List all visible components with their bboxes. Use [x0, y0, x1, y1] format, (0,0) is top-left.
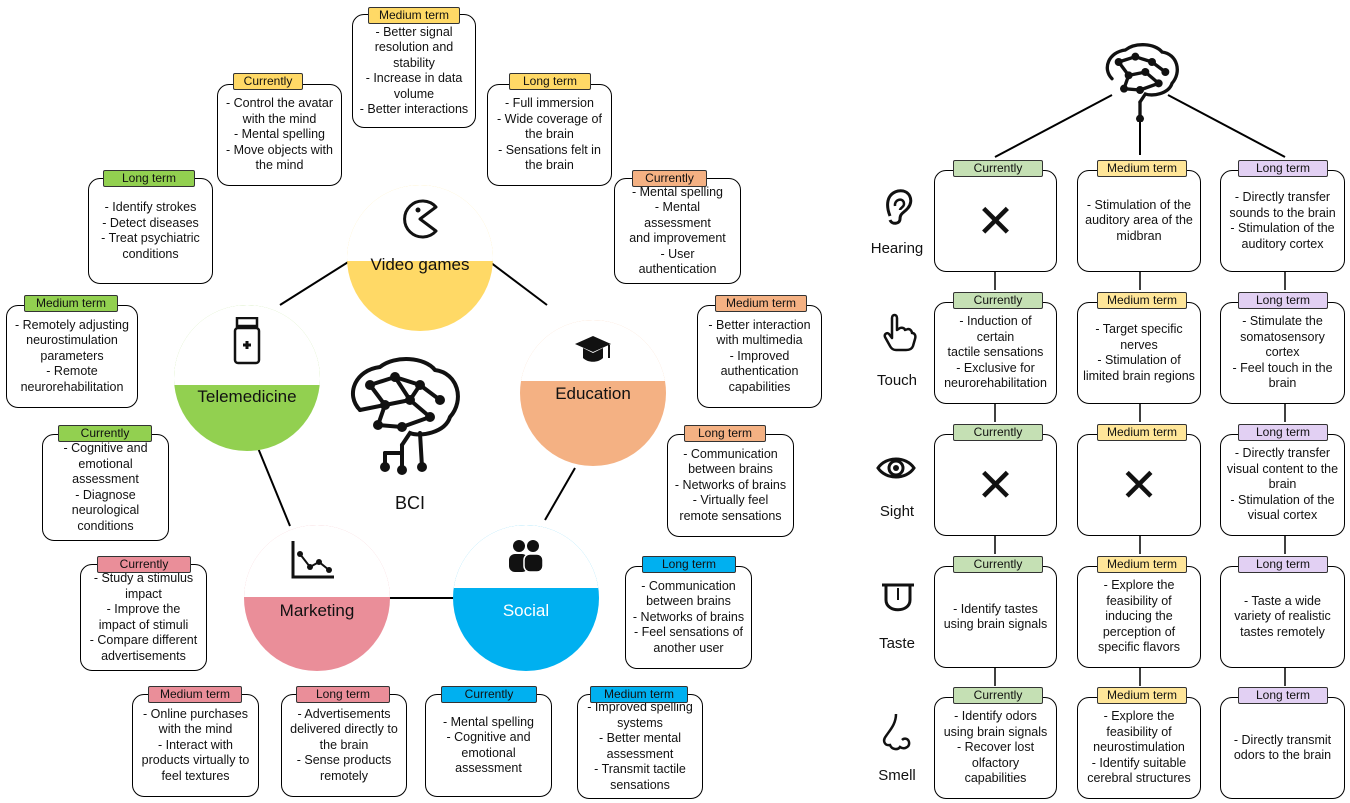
tag-currently: Currently: [97, 556, 191, 573]
domain-label: Education: [555, 384, 631, 403]
tag-currently: Currently: [953, 556, 1043, 573]
domain-label: Social: [502, 601, 550, 620]
tag-currently: Currently: [233, 73, 303, 90]
pacman-icon: [403, 199, 438, 239]
tag-medium-term: Medium term: [715, 295, 807, 312]
card-social-currently: - Mental spelling- Cognitive and emotion…: [425, 694, 552, 797]
sense-label-touch: Touch: [876, 372, 918, 389]
tag-medium-term: Medium term: [1097, 292, 1187, 309]
tag-currently: Currently: [953, 292, 1043, 309]
tag-medium-term: Medium term: [1097, 556, 1187, 573]
card-education-currently: - Mental spelling- Mental assessment and…: [614, 178, 741, 284]
bci-brain-icon: [350, 357, 460, 475]
tag-long-term: Long term: [1238, 292, 1328, 309]
brain-network-icon: [1105, 43, 1179, 122]
tag-currently: Currently: [632, 170, 707, 187]
domain-label: Telemedicine: [197, 387, 297, 406]
tag-long-term: Long term: [296, 686, 390, 703]
tag-long-term: Long term: [1238, 687, 1328, 704]
tag-medium-term: Medium term: [368, 7, 460, 24]
eye-icon: [876, 457, 916, 479]
tag-long-term: Long term: [684, 425, 766, 442]
tag-medium-term: Medium term: [1097, 687, 1187, 704]
domain-label: Marketing: [279, 601, 355, 620]
hearing-currently-card: ✕: [934, 170, 1057, 272]
tag-medium-term: Medium term: [1097, 160, 1187, 177]
medicine-bottle-icon: [233, 317, 261, 365]
domain-marketing[interactable]: Marketing: [244, 525, 390, 671]
tag-long-term: Long term: [103, 170, 195, 187]
tag-long-term: Long term: [1238, 424, 1328, 441]
none-mark: ✕: [976, 458, 1015, 512]
tongue-icon: [882, 583, 914, 612]
none-mark: ✕: [976, 194, 1015, 248]
line-chart-icon: [291, 541, 334, 579]
sight-medium-card: ✕: [1077, 434, 1201, 536]
none-mark: ✕: [1119, 458, 1159, 512]
graduation-cap-icon: [575, 336, 611, 362]
pointing-hand-icon: [883, 313, 917, 352]
ear-icon: [886, 189, 913, 225]
bci-label: BCI: [394, 493, 425, 513]
tag-medium-term: Medium term: [1097, 424, 1187, 441]
sense-label-taste: Taste: [879, 635, 915, 652]
tag-long-term: Long term: [1238, 556, 1328, 573]
domain-social[interactable]: Social: [453, 525, 599, 671]
domain-education[interactable]: Education: [520, 320, 666, 466]
tag-currently: Currently: [441, 686, 537, 703]
tag-medium-term: Medium term: [148, 686, 242, 703]
tag-medium-term: Medium term: [590, 686, 688, 703]
tag-medium-term: Medium term: [24, 295, 118, 312]
tag-currently: Currently: [953, 687, 1043, 704]
people-icon: [509, 540, 544, 573]
sense-label-hearing: Hearing: [870, 240, 924, 257]
card-video-games-long: - Full immersion- Wide coverage of the b…: [487, 84, 612, 186]
domain-video-games[interactable]: Video games: [347, 185, 493, 331]
nose-icon: [882, 713, 911, 751]
tag-currently: Currently: [953, 424, 1043, 441]
card-telemedicine-long: - Identify strokes- Detect diseases - Tr…: [88, 178, 213, 284]
domain-label: Video games: [370, 255, 470, 274]
tag-currently: Currently: [953, 160, 1043, 177]
tag-currently: Currently: [58, 425, 152, 442]
sight-currently-card: ✕: [934, 434, 1057, 536]
sense-label-sight: Sight: [879, 503, 915, 520]
tag-long-term: Long term: [509, 73, 591, 90]
sense-label-smell: Smell: [878, 767, 916, 784]
tag-long-term: Long term: [1238, 160, 1328, 177]
domain-telemedicine[interactable]: Telemedicine: [174, 305, 320, 451]
tag-long-term: Long term: [642, 556, 736, 573]
